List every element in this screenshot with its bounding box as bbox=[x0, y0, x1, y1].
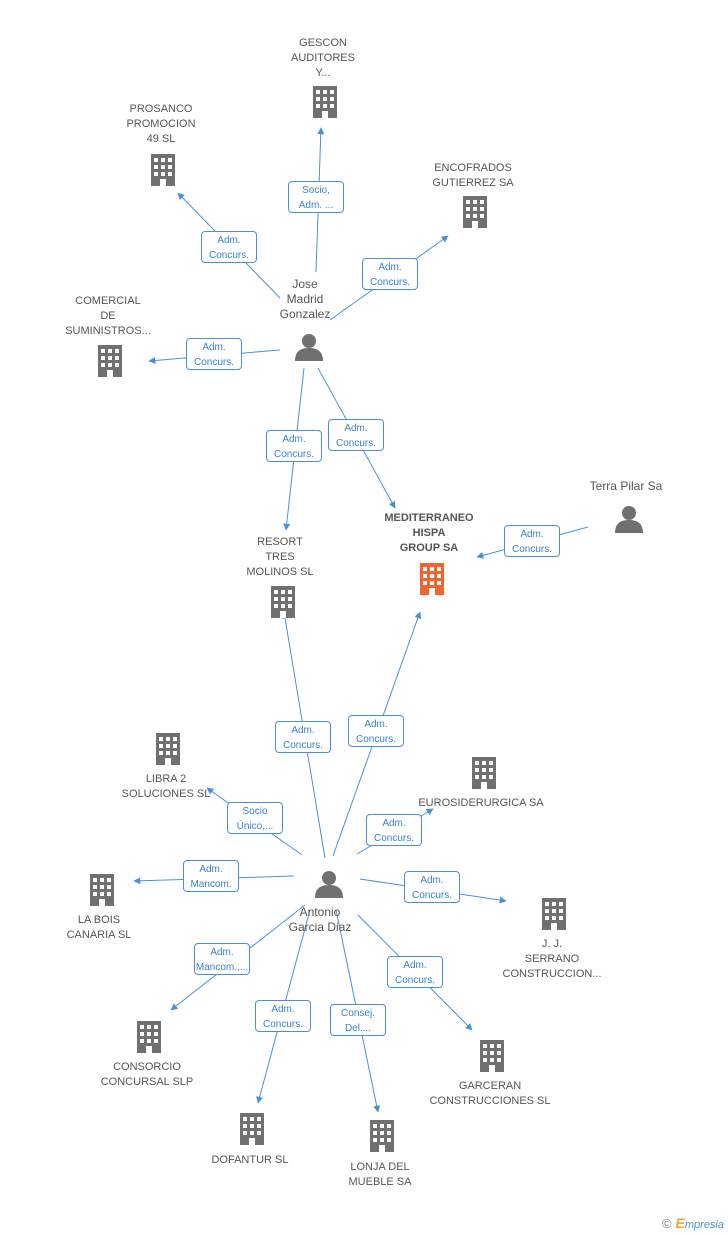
edge-label-jose-encofrados[interactable]: Adm. Concurs. bbox=[362, 258, 418, 290]
terra-label[interactable]: Terra Pilar Sa bbox=[589, 479, 663, 493]
prosanco-label[interactable]: PROSANCO PROMOCION 49 SL bbox=[126, 103, 196, 145]
edge-label-jose-resort[interactable]: Adm. Concurs. bbox=[266, 430, 322, 462]
gescon-building-icon[interactable] bbox=[313, 86, 337, 118]
garceran-label[interactable]: GARCERAN CONSTRUCCIONES SL bbox=[429, 1080, 551, 1107]
consorcio-building-icon[interactable] bbox=[137, 1021, 161, 1053]
edge-label-antonio-eurosiderurgica[interactable]: Adm. Concurs. bbox=[366, 814, 422, 846]
edge-label-antonio-mediterraneo[interactable]: Adm. Concurs. bbox=[348, 715, 404, 747]
lonja-label[interactable]: LONJA DEL MUEBLE SA bbox=[348, 1161, 412, 1188]
eurosiderurgica-building-icon[interactable] bbox=[472, 757, 496, 789]
gescon-label[interactable]: GESCON AUDITORES Y... bbox=[291, 37, 355, 79]
resort-building-icon[interactable] bbox=[271, 586, 295, 618]
comercial-label[interactable]: COMERCIAL DE SUMINISTROS... bbox=[65, 295, 151, 337]
edge-label-jose-comercial[interactable]: Adm. Concurs. bbox=[186, 338, 242, 370]
edge-label-antonio-garceran[interactable]: Adm. Concurs. bbox=[387, 956, 443, 988]
terra-person-icon[interactable] bbox=[615, 506, 643, 533]
copyright-symbol: © bbox=[661, 1216, 672, 1231]
jj-building-icon[interactable] bbox=[542, 898, 566, 930]
encofrados-label[interactable]: ENCOFRADOS GUTIERREZ SA bbox=[432, 162, 514, 189]
encofrados-building-icon[interactable] bbox=[463, 196, 487, 228]
edge-label-antonio-lonja[interactable]: Consej. Del.... bbox=[330, 1004, 386, 1036]
jose-label[interactable]: Jose Madrid Gonzalez bbox=[279, 277, 331, 321]
comercial-building-icon[interactable] bbox=[98, 345, 122, 377]
edge-label-antonio-labois[interactable]: Adm. Mancom. bbox=[183, 860, 239, 892]
prosanco-building-icon[interactable] bbox=[151, 154, 175, 186]
libra-building-icon[interactable] bbox=[156, 733, 180, 765]
labois-building-icon[interactable] bbox=[90, 874, 114, 906]
garceran-building-icon[interactable] bbox=[480, 1040, 504, 1072]
edge-label-terra-mediterraneo[interactable]: Adm. Concurs. bbox=[504, 525, 560, 557]
antonio-label[interactable]: Antonio Garcia Diaz bbox=[288, 905, 352, 934]
footer-brand: ©Empresia bbox=[662, 1215, 724, 1231]
resort-label[interactable]: RESORT TRES MOLINOS SL bbox=[246, 536, 314, 578]
antonio-person-icon[interactable] bbox=[315, 871, 343, 898]
edge-label-antonio-jj[interactable]: Adm. Concurs. bbox=[404, 871, 460, 903]
libra-label[interactable]: LIBRA 2 SOLUCIONES SL bbox=[121, 773, 211, 800]
brand-name: mpresia bbox=[684, 1219, 724, 1231]
brand-initial: E bbox=[675, 1215, 685, 1231]
edge-label-jose-prosanco[interactable]: Adm. Concurs. bbox=[201, 231, 257, 263]
consorcio-label[interactable]: CONSORCIO CONCURSAL SLP bbox=[100, 1061, 194, 1088]
mediterraneo-label[interactable]: MEDITERRANEO HISPA GROUP SA bbox=[384, 512, 474, 554]
lonja-building-icon[interactable] bbox=[370, 1120, 394, 1152]
edge-label-jose-mediterraneo[interactable]: Adm. Concurs. bbox=[328, 419, 384, 451]
edge-label-antonio-consorcio[interactable]: Adm. Mancom.,... bbox=[194, 943, 250, 975]
mediterraneo-building-icon[interactable] bbox=[420, 563, 444, 595]
dofantur-label[interactable]: DOFANTUR SL bbox=[211, 1154, 289, 1166]
eurosiderurgica-label[interactable]: EUROSIDERURGICA SA bbox=[418, 797, 544, 809]
edge-label-antonio-dofantur[interactable]: Adm. Concurs. bbox=[255, 1000, 311, 1032]
edge-label-antonio-libra[interactable]: Socio Único,... bbox=[227, 802, 283, 834]
edge-label-jose-gescon[interactable]: Socio, Adm. ... bbox=[288, 181, 344, 213]
labois-label[interactable]: LA BOIS CANARIA SL bbox=[66, 914, 132, 941]
edge-label-antonio-resort[interactable]: Adm. Concurs. bbox=[275, 721, 331, 753]
dofantur-building-icon[interactable] bbox=[240, 1113, 264, 1145]
jose-person-icon[interactable] bbox=[295, 334, 323, 361]
jj-label[interactable]: J. J. SERRANO CONSTRUCCION... bbox=[502, 938, 602, 980]
